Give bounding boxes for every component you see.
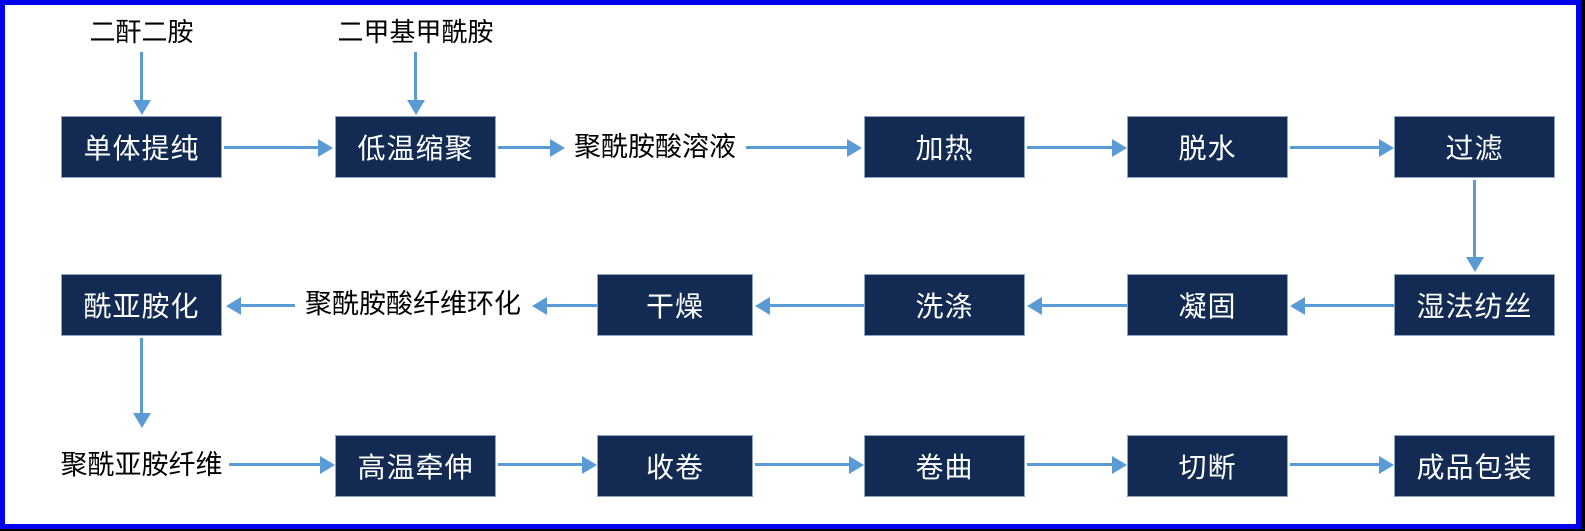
arrow-solution-to-heating [746,146,847,149]
box-monomer-purification: 单体提纯 [61,116,222,178]
arrow-dehydration-to-filtration [1290,146,1379,149]
box-imidization: 酰亚胺化 [61,274,222,336]
arrow-filtration-to-wet-spinning [1473,180,1476,257]
arrow-drawing-to-winding [498,463,582,466]
arrow-heating-to-dehydration [1027,146,1112,149]
arrow-winding-to-crimping [755,463,849,466]
label-dianhydride-diamine: 二酐二胺 [89,18,194,48]
arrow-polyimide-fiber-to-drawing [229,463,320,466]
arrow-washing-to-drying [770,304,864,307]
box-low-temperature-polycondensation: 低温缩聚 [335,116,496,178]
box-drying: 干燥 [597,274,753,336]
box-dehydration: 脱水 [1127,116,1288,178]
arrow-coagulation-to-washing [1042,304,1127,307]
arrow-cyclization-to-imidization [241,304,295,307]
box-washing: 洗涤 [864,274,1025,336]
label-polyamic-acid-fiber-cyclization: 聚酰胺酸纤维环化 [305,289,521,320]
arrow-drying-to-cyclization [547,304,597,307]
box-crimping: 卷曲 [864,435,1025,497]
box-cutting: 切断 [1127,435,1288,497]
arrow-crimping-to-cutting [1027,463,1112,466]
arrow-wet-spinning-to-coagulation [1305,304,1394,307]
box-filtration: 过滤 [1394,116,1555,178]
arrow-imidization-to-polyimide-fiber [140,338,143,413]
label-polyimide-fiber: 聚酰亚胺纤维 [60,450,223,481]
arrow-dmf-to-polycondensation [414,52,417,100]
box-heating: 加热 [864,116,1025,178]
box-winding: 收卷 [597,435,753,497]
arrow-polycondensation-to-solution [498,146,550,149]
arrow-dianhydride-to-purification [140,52,143,100]
box-high-temperature-drawing: 高温牵伸 [335,435,496,497]
arrow-cutting-to-packaging [1290,463,1379,466]
label-dimethylformamide: 二甲基甲酰胺 [337,18,494,48]
box-coagulation: 凝固 [1127,274,1288,336]
label-polyamic-acid-solution: 聚酰胺酸溶液 [574,132,736,163]
arrow-purification-to-polycondensation [224,146,318,149]
box-wet-spinning: 湿法纺丝 [1394,274,1555,336]
box-finished-product-packaging: 成品包装 [1394,435,1555,497]
